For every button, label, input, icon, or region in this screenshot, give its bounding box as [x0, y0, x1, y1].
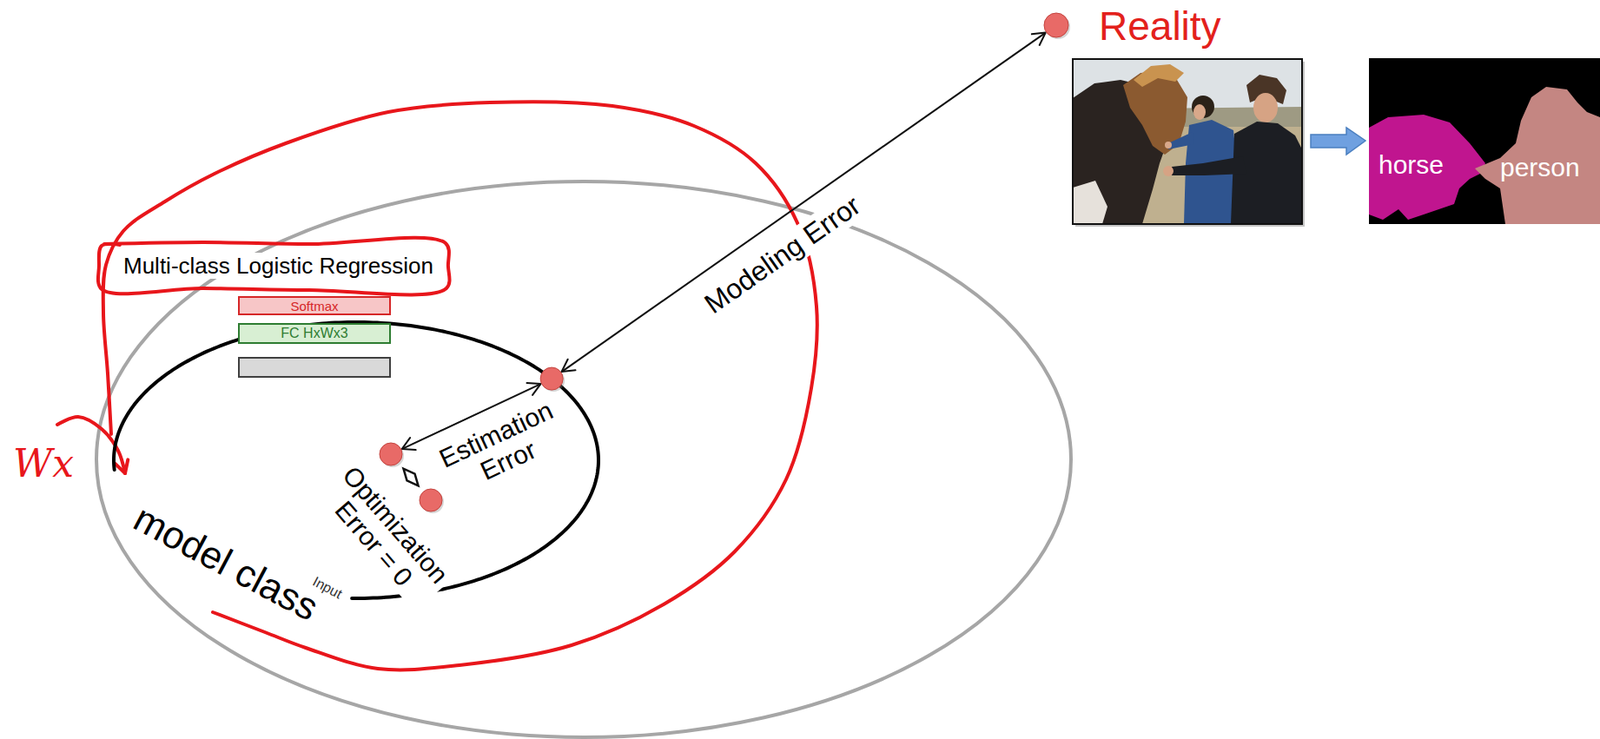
woman-face: [1193, 104, 1206, 120]
arrow-head: [1031, 33, 1046, 46]
point-dot: [419, 489, 443, 512]
softmax-layer: Softmax: [238, 296, 391, 316]
segmentation-mask: [1368, 58, 1600, 225]
arrow-head: [402, 437, 417, 450]
woman-arm: [1168, 132, 1195, 150]
node-label: horse: [1378, 150, 1444, 180]
connector: [561, 33, 1046, 372]
handdrawn-box-stroke: [98, 238, 450, 296]
photo: [1072, 59, 1305, 227]
horse-white-patch: [1072, 180, 1108, 225]
man-arm: [1170, 156, 1247, 176]
node-label: Reality: [1098, 3, 1222, 49]
block-arrow: [1310, 127, 1366, 155]
reality-point: Reality: [1042, 3, 1227, 49]
photo-sky: [1072, 59, 1303, 225]
node-label: Softmax: [290, 299, 338, 313]
node-label: person: [1500, 152, 1581, 183]
man-hand: [1163, 165, 1174, 177]
outer-hypothesis-ellipse: [96, 181, 1072, 738]
point-marker: [1042, 3, 1099, 49]
edge-label: Modeling Error: [696, 188, 869, 323]
mask-region-fill: [1368, 114, 1486, 220]
arrow-head: [561, 359, 576, 372]
point-dot: [379, 442, 403, 466]
node-label: model class: [126, 495, 326, 630]
arrow-head: [115, 459, 129, 474]
person-mask: person: [1474, 83, 1600, 225]
error-label: Estimation Error: [429, 393, 575, 503]
input-layer: Input: [238, 357, 391, 378]
man-face: [1253, 92, 1278, 123]
woman-hand: [1164, 141, 1172, 149]
handdrawn-loop: [103, 101, 818, 670]
horse-mane: [1133, 64, 1184, 87]
fc-layer: FC HxWx3: [238, 323, 391, 344]
handwritten-label: Wx: [13, 442, 74, 485]
connector-group: [561, 33, 1046, 372]
node-label: Multi-class Logistic Regression: [120, 252, 437, 279]
node-label: FC HxWx3: [280, 326, 348, 341]
model-name-box: Multi-class Logistic Regression: [97, 239, 450, 292]
optimization-diamond: [403, 469, 418, 487]
photo-frame: [1072, 59, 1303, 225]
point-dot: [1044, 13, 1069, 38]
mask-region-fill: [1474, 86, 1600, 225]
point-dot: [540, 367, 563, 391]
horse-mask: horse: [1368, 114, 1486, 220]
arrow-head: [527, 383, 542, 396]
